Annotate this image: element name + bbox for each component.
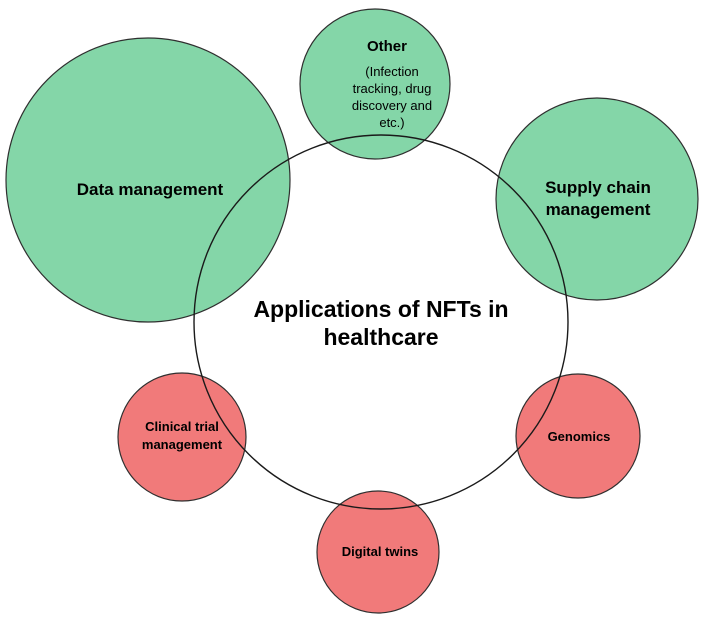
other-note-line-2: tracking, drug [353, 81, 432, 96]
supply-chain-label-line-2: management [546, 200, 651, 219]
genomics-label: Genomics [548, 429, 611, 444]
node-circle-digital-twins [316, 490, 440, 614]
center-circle [193, 134, 569, 510]
digital-twins-label: Digital twins [342, 544, 419, 559]
clinical-trial-label-line-1: Clinical trial [145, 419, 219, 434]
node-circle-other [299, 8, 451, 160]
node-circle-genomics [515, 373, 641, 499]
other-note-line-4: etc.) [379, 115, 404, 130]
supply-chain-label-line-1: Supply chain [545, 178, 651, 197]
clinical-trial-label-line-2: management [142, 437, 223, 452]
other-title: Other [367, 38, 407, 55]
center-title-line-1: Applications of NFTs in [253, 296, 508, 322]
node-circle-data-management [5, 37, 291, 323]
node-circle-supply-chain [495, 97, 699, 301]
other-note-line-3: discovery and [352, 98, 432, 113]
other-note-line-1: (Infection [365, 64, 418, 79]
center-title-line-2: healthcare [323, 324, 438, 350]
data-management-label: Data management [77, 180, 224, 199]
